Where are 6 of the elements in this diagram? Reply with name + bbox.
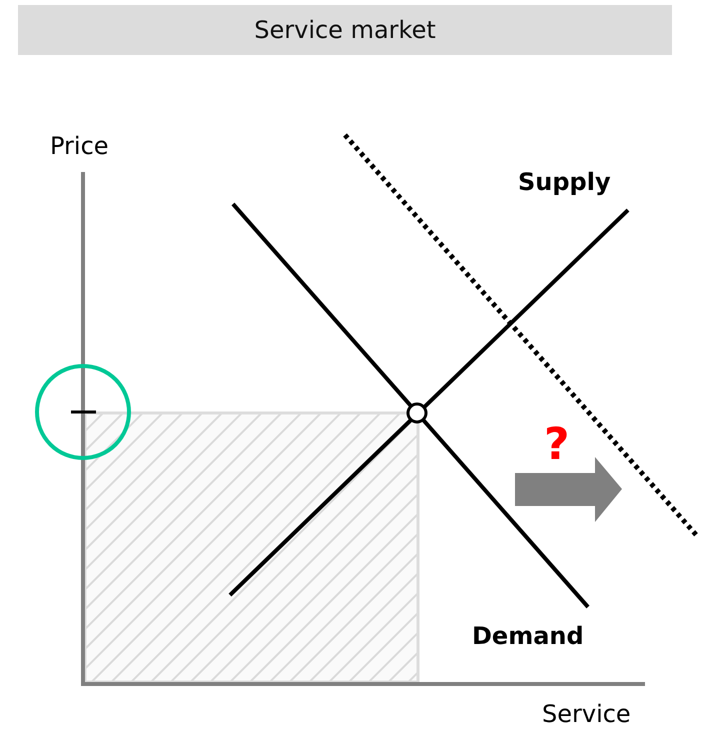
axis-label: Price — [50, 132, 109, 160]
curve-label: Supply — [518, 168, 611, 196]
chart-title: Service market — [18, 5, 672, 55]
axis-label: Service — [542, 700, 631, 728]
question-mark: ? — [544, 420, 570, 470]
curve-label: Demand — [472, 622, 584, 650]
